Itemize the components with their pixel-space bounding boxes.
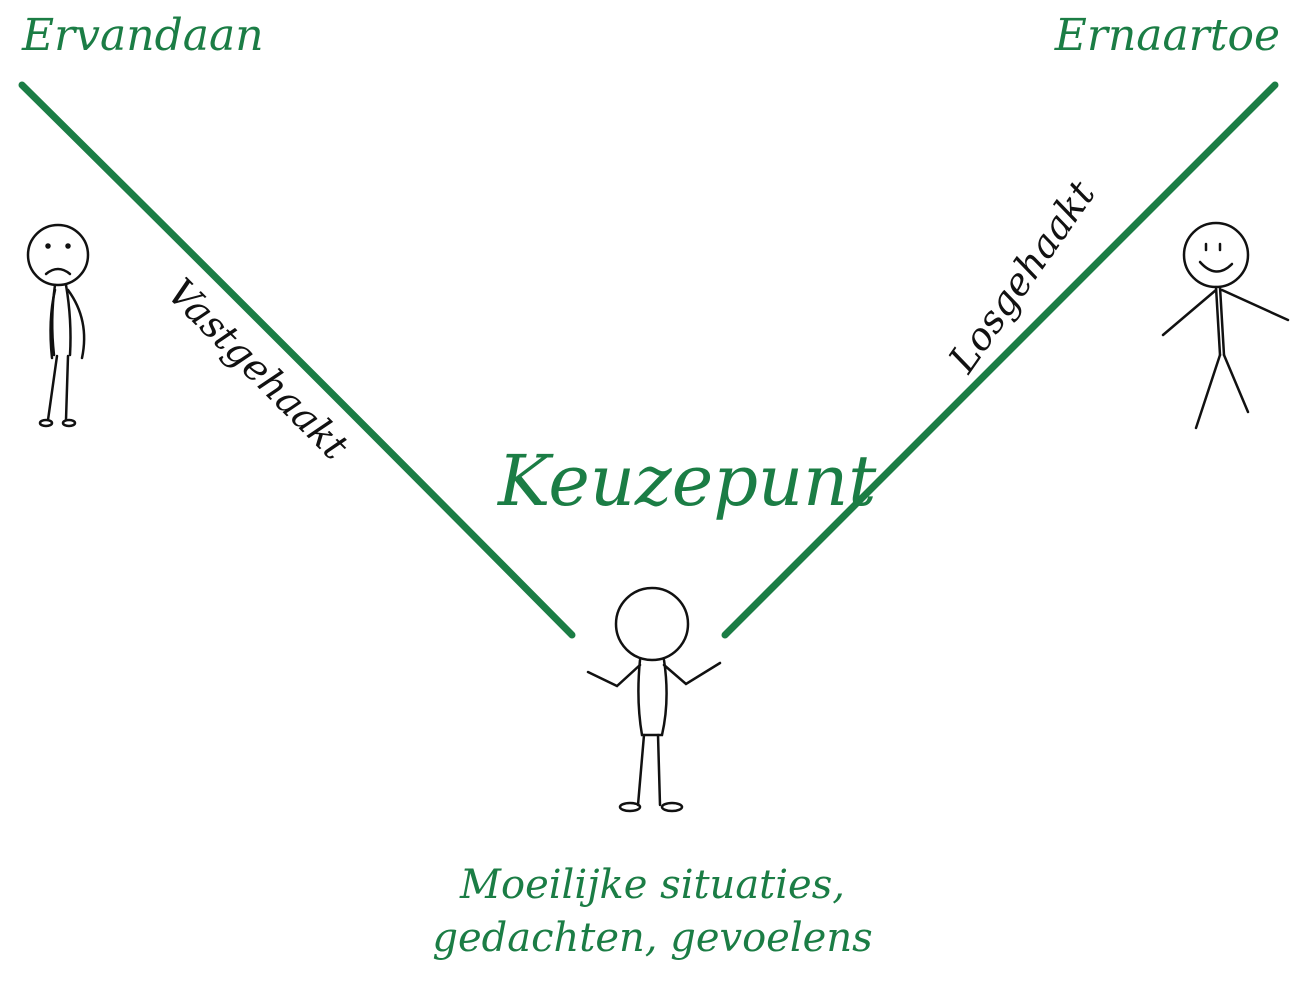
caption-line-1: Moeilijke situaties,	[460, 862, 845, 908]
right-path-line	[721, 81, 1279, 639]
choice-point-title: Keuzepunt	[498, 440, 877, 522]
sad-stick-figure	[26, 223, 90, 428]
destination-label: Ernaartoe	[1054, 10, 1280, 61]
happy-stick-figure	[1161, 221, 1290, 430]
origin-label: Ervandaan	[22, 10, 264, 61]
shrugging-stick-figure	[586, 586, 722, 813]
left-path-line	[18, 81, 576, 639]
caption-line-2: gedachten, gevoelens	[432, 915, 873, 961]
